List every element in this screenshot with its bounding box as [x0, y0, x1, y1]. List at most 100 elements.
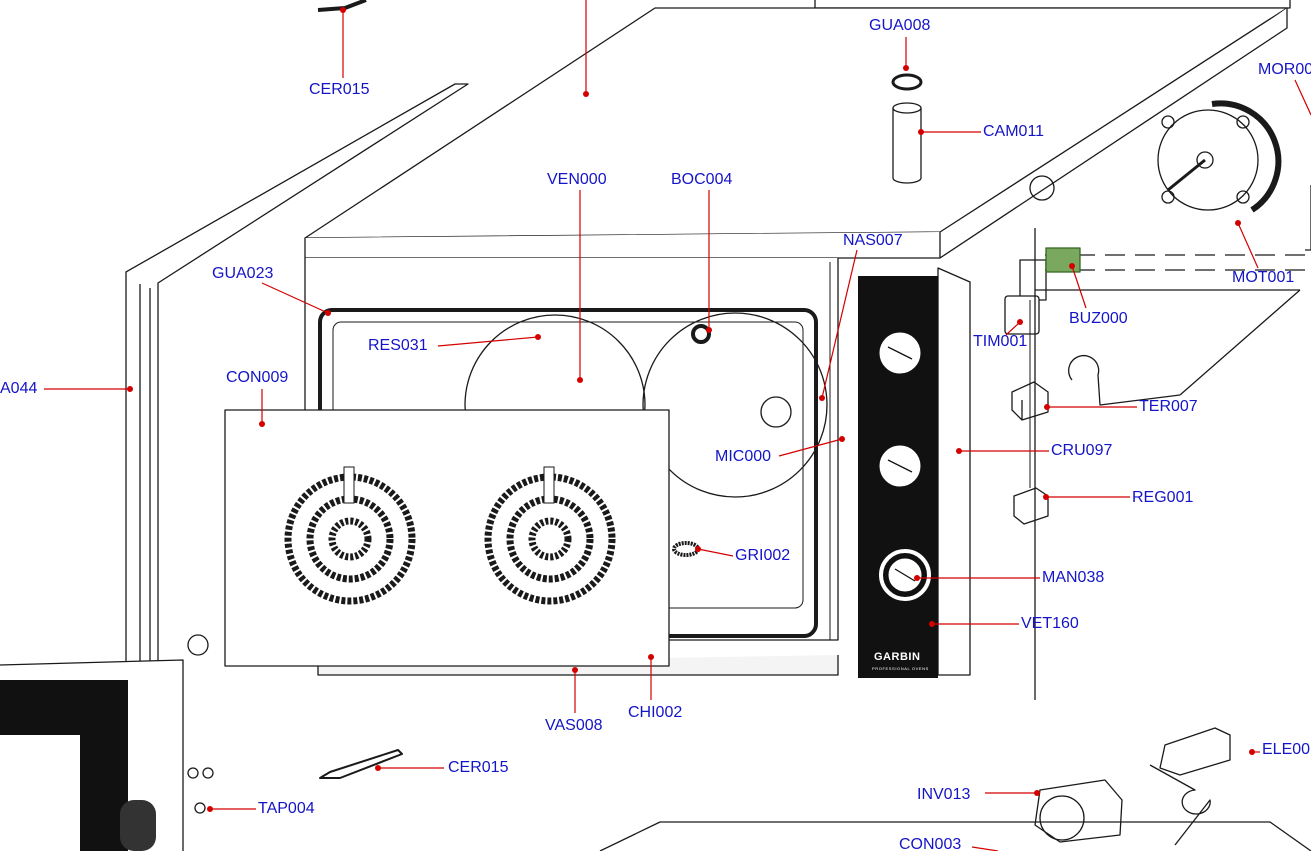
- tap004-part: [194, 802, 206, 814]
- motor-body: [1157, 109, 1259, 211]
- label-gri002: GRI002: [735, 547, 791, 564]
- callout-dot-mot001: [1235, 220, 1241, 226]
- callout-dot-cer015-bottom: [375, 765, 381, 771]
- label-cru097: CRU097: [1051, 442, 1113, 459]
- callout-dot-buz000: [1069, 263, 1075, 269]
- inv013-wheel: [1039, 795, 1085, 841]
- label-con003: CON003: [899, 836, 962, 853]
- callout-dot-chi002: [648, 654, 654, 660]
- label-gua008: GUA008: [869, 17, 931, 34]
- label-chi002: CHI002: [628, 704, 683, 721]
- callout-dot-cam011: [918, 129, 924, 135]
- gua008-ring: [891, 73, 923, 91]
- vent-right-tab: [543, 466, 555, 504]
- label-tim001: TIM001: [973, 333, 1028, 350]
- callout-dot-mic000: [839, 436, 845, 442]
- label-gua023: GUA023: [212, 265, 274, 282]
- rear-casing: [1034, 228, 1301, 700]
- callout-dot-gua008: [903, 65, 909, 71]
- brand-tagline: PROFESSIONAL OVENS: [872, 666, 929, 671]
- motor-hub: [1196, 151, 1214, 169]
- label-cam011: CAM011: [983, 123, 1045, 140]
- timer-box: [1004, 295, 1040, 335]
- label-ven000: VEN000: [547, 171, 607, 188]
- thermostat: [1011, 381, 1049, 421]
- side-knob: [187, 634, 209, 656]
- top-frame-part: [814, 0, 1291, 9]
- callout-dot-ter007: [1044, 404, 1050, 410]
- label-mor: MOR00: [1258, 61, 1311, 78]
- vent-left-tab: [343, 466, 355, 504]
- label-boc004: BOC004: [671, 171, 733, 188]
- main-knob-grip: [894, 568, 916, 582]
- mor-rod: [1305, 185, 1311, 251]
- motor-screw-4: [1236, 190, 1250, 204]
- label-res031: RES031: [368, 337, 428, 354]
- callout-dot-ven000: [577, 377, 583, 383]
- inv013-part: [1034, 779, 1123, 843]
- callout-dot-cru097: [956, 448, 962, 454]
- callout-dot-tim001: [1017, 319, 1023, 325]
- leader-gri002: [697, 548, 734, 557]
- timer-bracket: [1019, 259, 1047, 301]
- label-vas008: VAS008: [545, 717, 603, 734]
- leader-buz000: [1071, 265, 1087, 309]
- leader-gua023: [261, 282, 329, 314]
- label-tap004: TAP004: [258, 800, 315, 817]
- callout-dot-res031: [535, 334, 541, 340]
- callout-dot-man038: [914, 575, 920, 581]
- control-panel-side: [937, 267, 971, 676]
- label-con009: CON009: [226, 369, 289, 386]
- leader-nas007: [821, 249, 858, 399]
- cam011-cylinder: [892, 108, 922, 184]
- buzzer-board: [1045, 247, 1081, 273]
- leader-res031: [437, 336, 539, 347]
- motor-flange: [1029, 175, 1055, 201]
- callout-dot-nas007: [819, 395, 825, 401]
- label-vet160: VET160: [1021, 615, 1079, 632]
- cam011-top: [892, 102, 922, 114]
- thermostat-knob-grip: [887, 459, 913, 473]
- label-cer015-bottom: CER015: [448, 759, 509, 776]
- callout-dot-cer015-top: [340, 7, 346, 13]
- callout-dot-vet160: [929, 621, 935, 627]
- tap-2: [202, 767, 214, 779]
- motor-back: [1211, 100, 1282, 213]
- label-cer015-top: CER015: [309, 81, 370, 98]
- oven-body-inner: [829, 262, 831, 640]
- label-mic000: MIC000: [715, 448, 772, 465]
- label-man038: MAN038: [1042, 569, 1105, 586]
- leader-tim001: [1005, 321, 1021, 336]
- timer-knob-grip: [887, 346, 913, 360]
- boc004-hole: [691, 324, 711, 344]
- motor-screw-1: [1161, 115, 1175, 129]
- callout-dot-a044: [127, 386, 133, 392]
- callout-dot-con009: [259, 421, 265, 427]
- motor-shaft: [1167, 158, 1206, 192]
- con003-board: [599, 821, 1311, 851]
- callout-dot-gri002: [695, 546, 701, 552]
- label-ele: ELE00: [1262, 741, 1311, 758]
- back-panel-slots: [1045, 254, 1311, 271]
- callout-dot-inv013: [1034, 790, 1040, 796]
- thermostat-bulb: [1068, 354, 1181, 406]
- label-nas007: NAS007: [843, 232, 903, 249]
- callout-dot-tap004: [207, 806, 213, 812]
- fan-right-hub: [760, 396, 792, 428]
- fan-right-ring: [642, 312, 828, 498]
- front-door-panel: [224, 409, 670, 667]
- main-knob: [879, 549, 931, 601]
- label-a044: A044: [0, 380, 38, 397]
- leader-con003: [971, 846, 999, 851]
- label-mot001: MOT001: [1232, 269, 1295, 286]
- vent-right-core: [528, 517, 572, 561]
- motor-screw-2: [1236, 115, 1250, 129]
- label-buz000: BUZ000: [1069, 310, 1128, 327]
- brand-name: GARBIN: [874, 651, 921, 663]
- ele-hose: [1149, 764, 1211, 846]
- vent-left-core: [328, 517, 372, 561]
- label-ter007: TER007: [1139, 398, 1198, 415]
- hook-bottom: [319, 749, 403, 779]
- callout-dot-vas008: [572, 667, 578, 673]
